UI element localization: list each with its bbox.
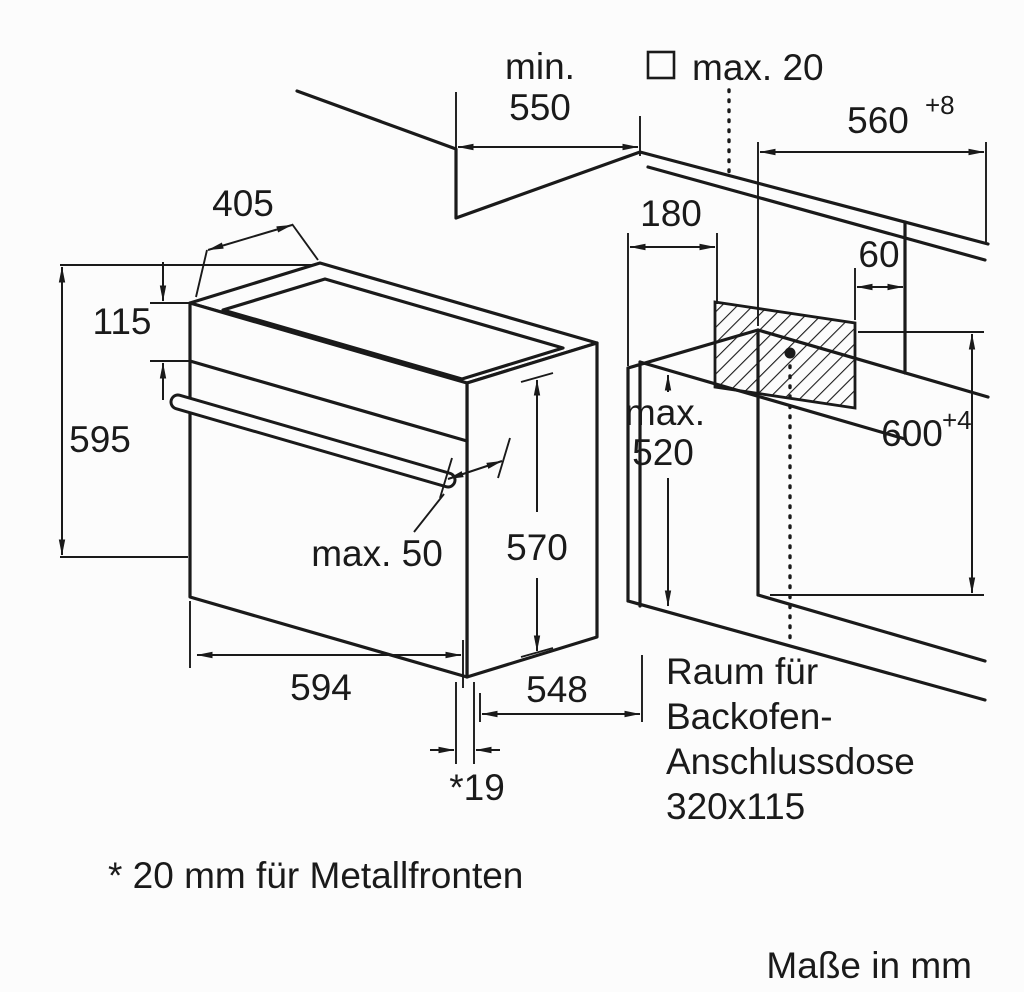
max-50-label: max. 50 <box>311 533 443 574</box>
socket-note-line-1: Raum für <box>666 651 818 692</box>
dimension-labels: min. 550 max. 20 560 +8 405 180 60 115 5… <box>69 46 972 808</box>
max-word-label: max. <box>625 392 705 433</box>
oven-front-face <box>188 301 469 679</box>
max-20-label: max. 20 <box>692 47 824 88</box>
dim-405-label: 405 <box>212 183 274 224</box>
oven-side-face <box>465 341 599 679</box>
dim-19-label: *19 <box>449 767 505 808</box>
socket-note: Raum für Backofen- Anschlussdose 320x115 <box>666 651 915 827</box>
dim-max50-arrow <box>447 460 503 480</box>
dim-60-label: 60 <box>858 234 899 275</box>
dim-180-label: 180 <box>640 193 702 234</box>
niche-lines <box>626 220 990 702</box>
dimension-arrows <box>58 143 985 754</box>
dim-405-arrow <box>207 224 293 251</box>
metal-front-footnote: * 20 mm für Metallfronten <box>108 855 523 896</box>
socket-note-line-3: Anschlussdose <box>666 741 915 782</box>
worktop-lines <box>295 89 990 262</box>
dim-570-label: 570 <box>506 527 568 568</box>
dim-560-tolerance: +8 <box>925 90 955 120</box>
oven-top-recess <box>221 277 565 381</box>
dim-595-label: 595 <box>69 419 131 460</box>
connection-point-dot <box>784 347 796 359</box>
connection-box <box>646 50 857 648</box>
dim-115-label: 115 <box>93 301 152 342</box>
dim-548-label: 548 <box>526 669 588 710</box>
oven-handle-fill <box>172 396 454 486</box>
extension-lines <box>60 92 987 764</box>
socket-note-line-2: Backofen- <box>666 696 833 737</box>
control-panel-line <box>188 359 469 443</box>
min-word-label: min. <box>505 46 575 87</box>
socket-note-line-4: 320x115 <box>666 786 805 827</box>
dim-520-label: 520 <box>632 432 694 473</box>
dim-560-label: 560 <box>847 100 909 141</box>
dim-594-label: 594 <box>290 667 352 708</box>
square-symbol-icon <box>646 50 676 80</box>
oven <box>169 261 599 679</box>
units-note: Maße in mm <box>766 945 972 986</box>
dim-600-label: 600 <box>881 413 943 454</box>
dim-600-tolerance: +4 <box>942 405 972 435</box>
dim-550-label: 550 <box>509 87 571 128</box>
